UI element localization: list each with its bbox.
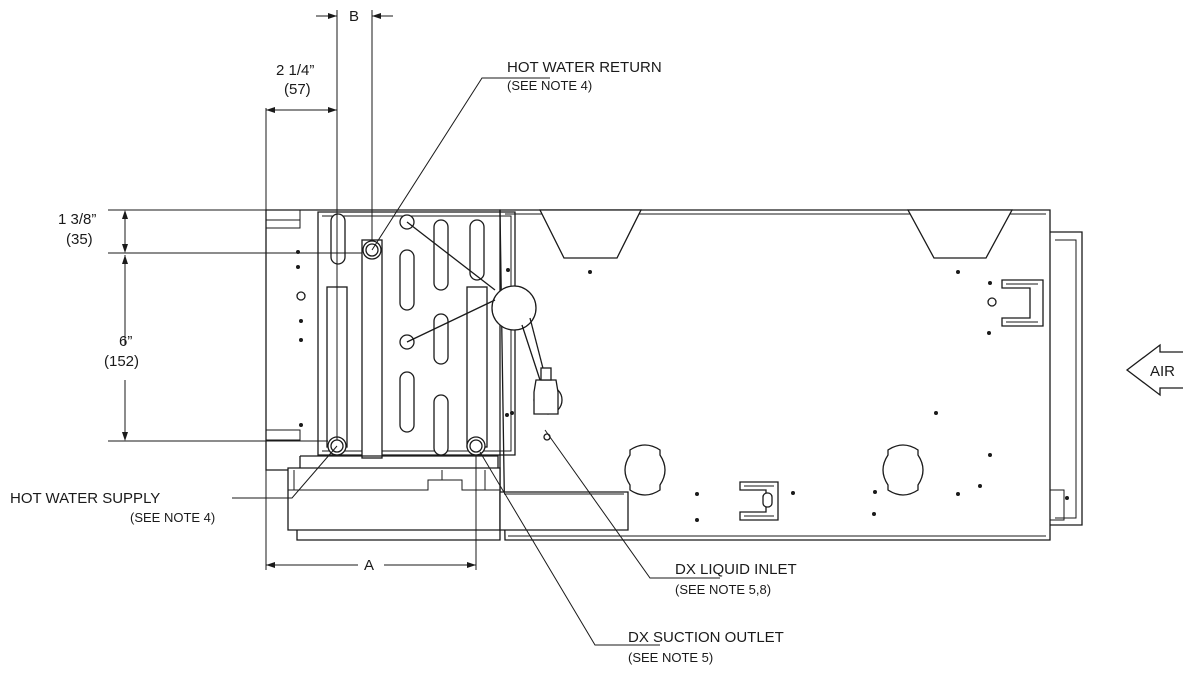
clip-bracket-bottom bbox=[739, 481, 779, 521]
dim-b-label: B bbox=[349, 8, 359, 25]
knockout-right bbox=[882, 444, 924, 496]
dim-height-mm: (152) bbox=[104, 353, 139, 370]
dx-suction-outlet-label: DX SUCTION OUTLET bbox=[628, 629, 784, 646]
dx-liquid-inlet-note: (SEE NOTE 5,8) bbox=[675, 582, 771, 597]
airflow-label: AIR bbox=[1150, 363, 1175, 380]
airflow-arrow bbox=[1125, 343, 1183, 397]
top-bracket-left bbox=[538, 209, 643, 259]
dx-liquid-valve bbox=[533, 379, 559, 415]
dim-height-in: 6” bbox=[119, 333, 132, 350]
hot-water-return-label: HOT WATER RETURN bbox=[507, 59, 662, 76]
dim-width-in: 2 1/4” bbox=[276, 62, 314, 79]
dimension-lines bbox=[108, 10, 477, 570]
dim-width-mm: (57) bbox=[284, 81, 311, 98]
top-bracket-right bbox=[906, 209, 1014, 259]
drain-pan bbox=[287, 455, 629, 531]
knockout-left bbox=[624, 444, 666, 496]
dx-liquid-inlet-label: DX LIQUID INLET bbox=[675, 561, 797, 578]
cabinet-body bbox=[499, 209, 1083, 541]
dim-top-mm: (35) bbox=[66, 231, 93, 248]
hot-water-supply-note: (SEE NOTE 4) bbox=[130, 510, 215, 525]
dx-suction-outlet-note: (SEE NOTE 5) bbox=[628, 650, 713, 665]
hot-water-supply-label: HOT WATER SUPPLY bbox=[10, 490, 160, 507]
dim-a-label: A bbox=[364, 557, 374, 574]
dim-top-in: 1 3/8” bbox=[58, 211, 96, 228]
clip-bracket-right bbox=[1001, 279, 1044, 327]
leader-lines bbox=[232, 77, 720, 646]
distributor-body bbox=[491, 285, 537, 331]
hot-water-return-note: (SEE NOTE 4) bbox=[507, 78, 592, 93]
coil-tube-sheet bbox=[326, 213, 563, 459]
